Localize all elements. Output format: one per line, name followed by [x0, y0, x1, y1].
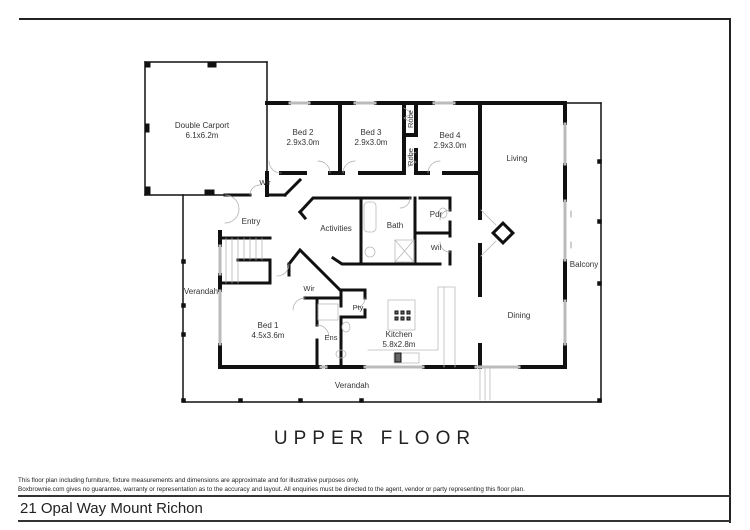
- label-wil: Wil: [431, 243, 442, 252]
- label-bed4: Bed 4: [440, 131, 461, 140]
- house-walls: [218, 101, 567, 369]
- label-balcony: Balcony: [570, 260, 598, 269]
- kitchen-fittings: [367, 286, 491, 401]
- label-robe-b: Robe: [406, 148, 415, 166]
- floor-plan: Double Carport 6.1x6.2m Bed 2 2.9x3.0m B…: [144, 61, 602, 403]
- label-ens: Ens: [325, 333, 338, 342]
- bath-fixtures: [317, 201, 448, 359]
- disclaimer: This floor plan including furniture, fix…: [18, 476, 525, 494]
- label-wir-bed1: Wir: [303, 284, 315, 293]
- label-kitchen: Kitchen: [386, 330, 413, 339]
- stairs: [225, 237, 263, 284]
- label-bath: Bath: [387, 221, 403, 230]
- label-carport-size: 6.1x6.2m: [186, 131, 219, 140]
- cooktop-icon: [394, 310, 411, 321]
- label-bed2: Bed 2: [293, 128, 314, 137]
- label-bed4-size: 2.9x3.0m: [434, 141, 467, 150]
- label-wir-top: Wir: [259, 178, 271, 187]
- label-living: Living: [507, 154, 528, 163]
- door-swings: [224, 107, 451, 338]
- label-verandah-left: Verandah: [184, 287, 218, 296]
- label-bed2-size: 2.9x3.0m: [287, 138, 320, 147]
- label-bed3: Bed 3: [361, 128, 382, 137]
- room-labels: Double Carport 6.1x6.2m Bed 2 2.9x3.0m B…: [175, 110, 598, 390]
- label-entry: Entry: [242, 217, 261, 226]
- disclaimer-line-1: This floor plan including furniture, fix…: [18, 477, 360, 484]
- footer-bar: 21 Opal Way Mount Richon: [18, 495, 731, 522]
- label-activities: Activities: [320, 224, 352, 233]
- floor-title: UPPER FLOOR: [273, 428, 477, 449]
- label-robe-a: Robe: [406, 110, 415, 128]
- sink-icon: [394, 352, 402, 363]
- property-address: 21 Opal Way Mount Richon: [20, 500, 203, 517]
- verandah-outline: [181, 102, 602, 403]
- fireplace-icon: [480, 209, 516, 257]
- label-pty: Pty: [353, 303, 364, 312]
- label-carport: Double Carport: [175, 121, 230, 130]
- label-verandah-bottom: Verandah: [335, 381, 369, 390]
- label-bed1-size: 4.5x3.6m: [252, 331, 285, 340]
- page-frame: [19, 18, 731, 523]
- label-bed1: Bed 1: [258, 321, 279, 330]
- label-pdr: Pdr: [430, 210, 443, 219]
- label-dining: Dining: [508, 311, 531, 320]
- windows: [218, 101, 567, 369]
- label-kitchen-size: 5.8x2.8m: [383, 340, 416, 349]
- label-bed3-size: 2.9x3.0m: [355, 138, 388, 147]
- disclaimer-line-2: Boxbrownie.com gives no guarantee, warra…: [18, 486, 525, 493]
